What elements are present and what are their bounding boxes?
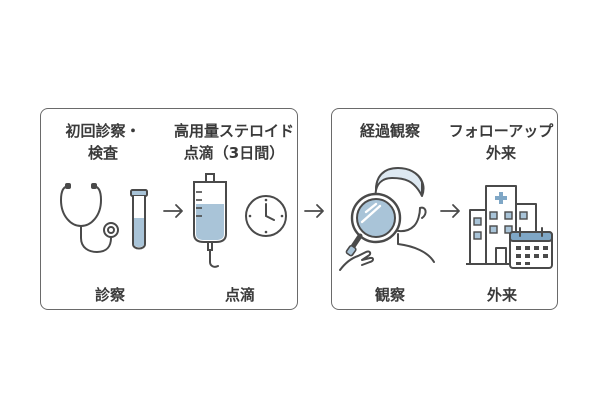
doctor-magnifier-icon <box>339 166 435 271</box>
step-2-label: 点滴 <box>224 286 255 304</box>
iv-drip-icon <box>193 173 287 268</box>
step-4-label: 外来 <box>486 286 517 304</box>
step-3-label: 観察 <box>374 286 405 304</box>
arrow-icon <box>440 204 460 218</box>
step-2-title: 高用量ステロイド 点滴（3日間） <box>173 122 294 162</box>
hospital-icon <box>466 185 553 269</box>
step-1-title: 初回診察・ 検査 <box>65 122 141 162</box>
step-1-label: 診察 <box>94 286 125 304</box>
step-4-title: フォローアップ 外来 <box>448 122 554 162</box>
arrow-icon <box>163 204 183 218</box>
left-panel <box>40 108 298 310</box>
stethoscope-icon <box>60 183 148 253</box>
step-3-title: 経過観察 <box>359 122 420 140</box>
arrow-icon <box>304 204 324 218</box>
